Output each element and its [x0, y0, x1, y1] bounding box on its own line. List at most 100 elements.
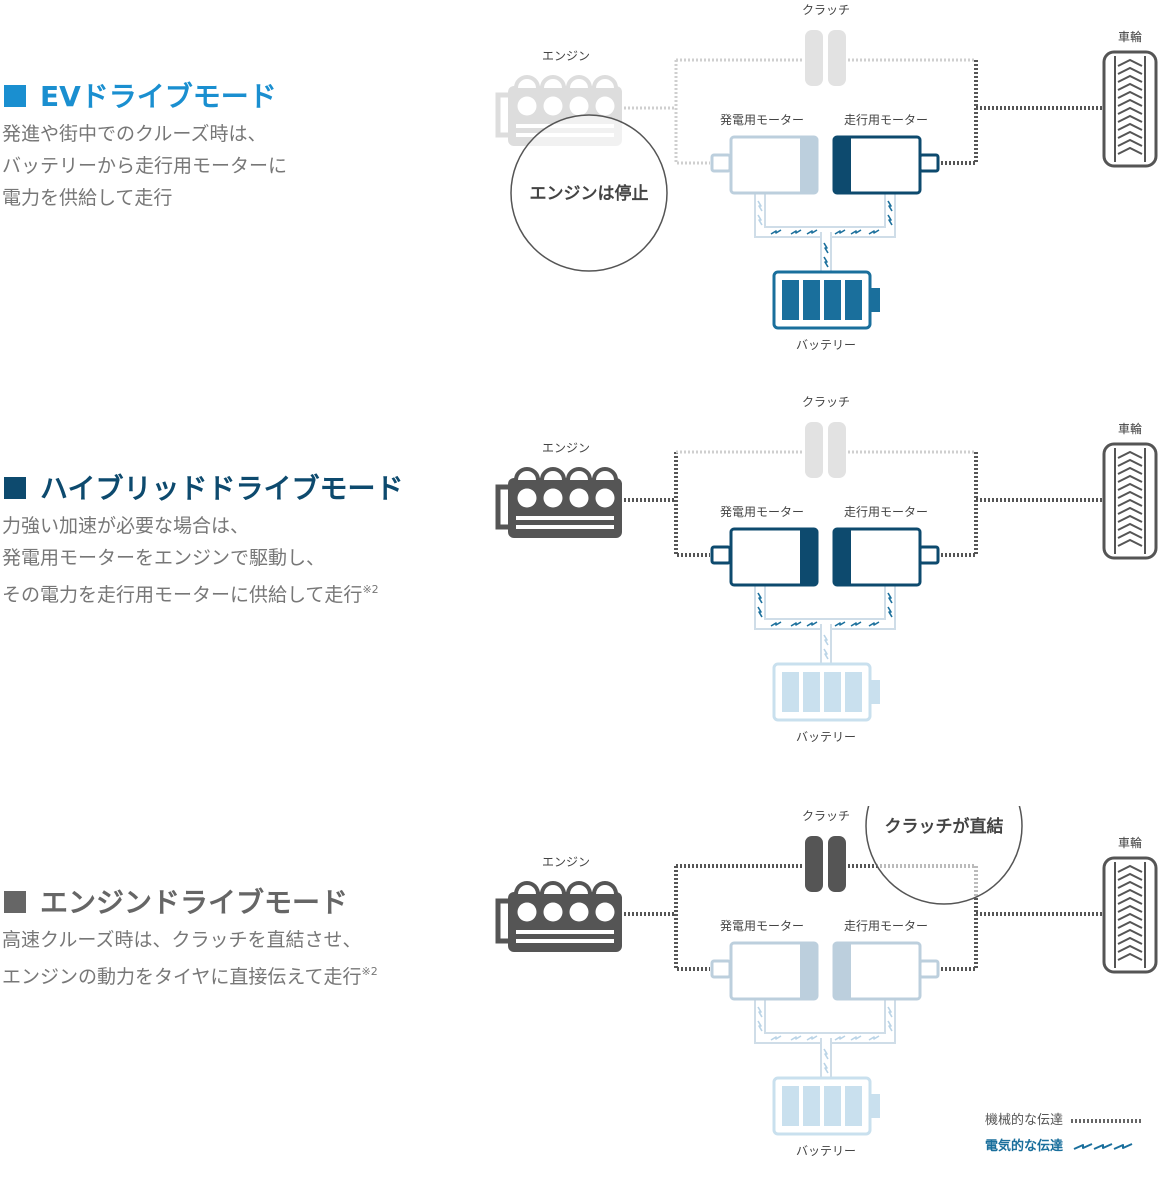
tire-tread-shape [1117, 90, 1143, 99]
generator-shaft-shape [710, 153, 732, 173]
legend-electrical-label: 電気的な伝達 [985, 1139, 1064, 1154]
drive-motor-label: 走行用モーター [844, 505, 928, 519]
callout-bubble: クラッチが直結 [865, 806, 1023, 905]
electric-bolt-mark [757, 1006, 763, 1018]
drive-motor-label: 走行用モーター [844, 919, 928, 933]
mode-title: エンジンドライブモード [4, 881, 348, 921]
generator-motor-icon [710, 135, 819, 195]
engine-piston-shape [517, 902, 537, 922]
engine-cylinder-head-shape [514, 467, 540, 481]
electric-bolt-mark [770, 229, 782, 235]
electric-wire-motors [754, 194, 896, 238]
clutch-plate-left-shape [805, 30, 823, 86]
engine-stripe-shape [516, 516, 614, 520]
drive-motor-band-shape [835, 530, 851, 584]
battery-cell-shape [803, 1086, 820, 1126]
battery-terminal-shape [870, 680, 880, 704]
engine-crank-shape [495, 484, 510, 530]
tire-tread-shape [1117, 490, 1143, 499]
electric-bolt-mark [757, 606, 763, 618]
electric-bolt-mark [757, 214, 763, 226]
mode-description: 発進や街中でのクルーズ時は、 バッテリーから走行用モーターに 電力を供給して走行 [2, 118, 287, 214]
description-line: 高速クルーズ時は、クラッチを直結させ、 [2, 929, 362, 951]
mechanical-link-generator [674, 866, 710, 971]
tire-tread-shape [1117, 98, 1143, 107]
electric-bolt-mark [770, 1035, 782, 1041]
clutch-plate-left-shape [805, 836, 823, 892]
engine-cylinder-head-shape [514, 881, 540, 895]
drive-motor-icon [832, 135, 940, 195]
callout-text: クラッチが直結 [885, 816, 1004, 837]
mode-title: EVドライブモード [4, 75, 277, 115]
engine-block-shape [508, 892, 622, 952]
engine-cylinder-head-shape [592, 75, 618, 89]
battery-cell-shape [803, 672, 820, 712]
generator-shaft-shape [710, 959, 732, 979]
tire-tread-shape [1117, 896, 1143, 905]
clutch-plate-left-shape [805, 422, 823, 478]
engine-piston-shape [543, 96, 563, 116]
battery-label: バッテリー [796, 338, 856, 352]
square-bullet-icon [4, 477, 26, 500]
tire-tread-shape [1117, 482, 1143, 491]
electric-bolt-mark [868, 621, 880, 627]
engine-stripe-shape [516, 525, 614, 529]
footnote-mark: ※2 [361, 965, 378, 978]
footnote-mark: ※2 [362, 583, 379, 596]
electric-bolt-mark [823, 648, 829, 660]
electrical-bolt-line-icon [1073, 1143, 1133, 1150]
battery-cell-shape [803, 280, 820, 320]
tire-tread-shape [1117, 114, 1143, 123]
engine-piston-shape [569, 488, 589, 508]
tire-tread-shape [1117, 450, 1143, 459]
engine-cylinder-head-shape [592, 467, 618, 481]
electric-bolt-mark [757, 1020, 763, 1032]
electric-bolt-mark [834, 229, 846, 235]
engine-piston-shape [569, 902, 589, 922]
generator-body-shape [729, 941, 819, 1001]
drive-motor-label: 走行用モーター [844, 113, 928, 127]
clutch-icon [805, 30, 846, 86]
mechanical-link-drive-motor [940, 60, 978, 165]
tire-tread-shape [1117, 514, 1143, 523]
electric-bolt-mark [887, 214, 893, 226]
drive-motor-icon [832, 527, 940, 587]
engine-cylinder-head-shape [566, 75, 592, 89]
battery-cell-shape [782, 1086, 799, 1126]
generator-motor-label: 発電用モーター [720, 505, 804, 519]
generator-band-shape [800, 138, 816, 192]
engine-piston-shape [595, 902, 615, 922]
wheel-label: 車輪 [1118, 29, 1142, 44]
engine-icon [495, 881, 622, 952]
description-line: 電力を供給して走行 [2, 187, 173, 209]
mechanical-line-icon [1071, 1119, 1142, 1123]
powertrain-diagram: エンジンクラッチ発電用モーター走行用モーターバッテリー車輪エンジンは停止 [495, 3, 1158, 352]
tire-tread-shape [1117, 66, 1143, 75]
engine-piston-shape [517, 96, 537, 116]
legend-electrical: 電気的な伝達 [985, 1134, 1143, 1160]
battery-cell-shape [824, 280, 841, 320]
electric-bolt-mark [770, 621, 782, 627]
drive-motor-shaft-shape [918, 545, 940, 565]
hybrid-drive-mode-section: ハイブリッドドライブモード 力強い加速が必要な場合は、 発電用モーターをエンジン… [0, 392, 1160, 784]
drive-motor-shaft-shape [918, 153, 940, 173]
tire-tread-shape [1117, 106, 1143, 115]
electric-bolt-mark [790, 1035, 802, 1041]
battery-cell-shape [845, 1086, 862, 1126]
engine-label: エンジン [542, 441, 590, 455]
description-line: 発電用モーターをエンジンで駆動し、 [2, 547, 326, 569]
mode-description: 力強い加速が必要な場合は、 発電用モーターをエンジンで駆動し、 その電力を走行用… [2, 510, 379, 611]
electric-bolt-mark [823, 634, 829, 646]
battery-terminal-shape [870, 1094, 880, 1118]
description-line: 発進や街中でのクルーズ時は、 [2, 123, 267, 145]
tire-tread-shape [1117, 928, 1143, 937]
clutch-plate-right-shape [828, 30, 846, 86]
callout-circle-shape [510, 114, 668, 272]
callout-circle-shape [865, 806, 1023, 905]
engine-block-shape [508, 478, 622, 538]
electric-bolt-mark [757, 200, 763, 212]
generator-band-shape [800, 530, 816, 584]
legend: 機械的な伝達 電気的な伝達 [985, 1108, 1143, 1160]
tire-tread-shape [1117, 872, 1143, 881]
tire-tread-shape [1117, 522, 1143, 531]
